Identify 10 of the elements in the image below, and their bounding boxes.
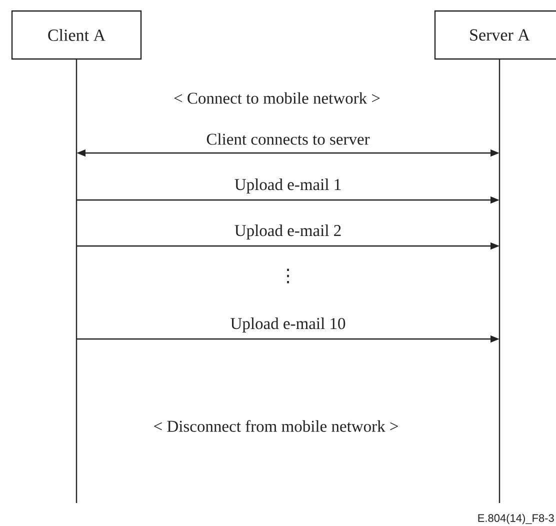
range-label: < Disconnect from mobile network > [154, 420, 398, 432]
ellipsis: ⋮ [287, 268, 289, 284]
participant-box: Client A [11, 10, 142, 60]
range-label: < Connect to mobile network > [174, 92, 380, 104]
figure-id: E.804(14)_F8-3 [478, 514, 554, 524]
edge-label: Client connects to server [206, 133, 370, 145]
edge-label: Upload e-mail 2 [234, 224, 341, 240]
edge-label: Upload e-mail 10 [230, 318, 346, 332]
participant-box: Server A [434, 10, 556, 60]
edge-label: Upload e-mail 1 [234, 178, 341, 194]
